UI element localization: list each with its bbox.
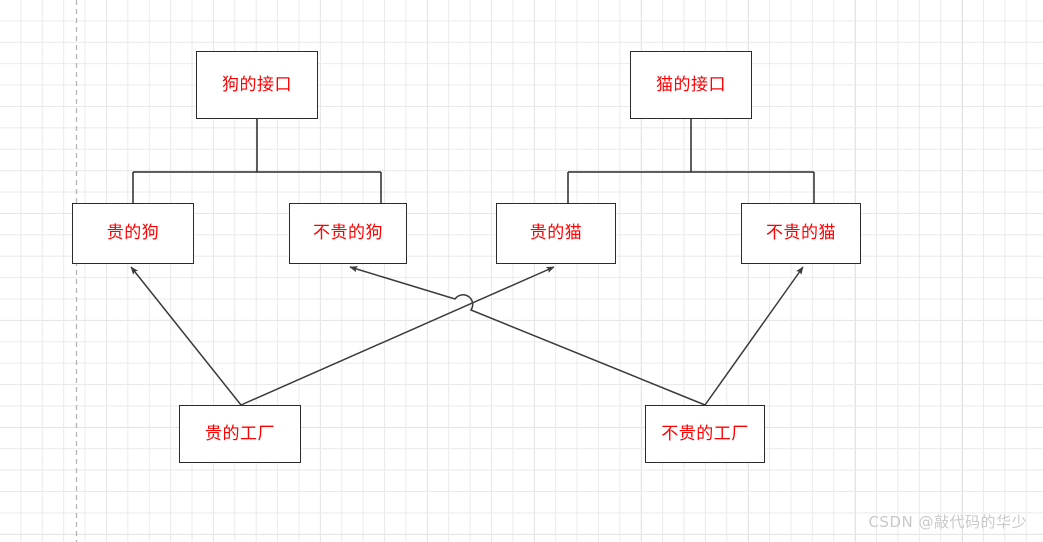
node-expensive-cat[interactable]: 贵的猫 (496, 203, 616, 264)
edge-expensive-factory-to-expensive-dog[interactable] (130, 266, 242, 406)
node-cheap-dog[interactable]: 不贵的狗 (289, 203, 407, 264)
edge-cheap-factory-to-cheap-dog[interactable] (349, 266, 706, 406)
watermark: CSDN @敲代码的华少 (868, 513, 1027, 531)
node-expensive-factory[interactable]: 贵的工厂 (179, 405, 301, 463)
node-cheap-cat[interactable]: 不贵的猫 (741, 203, 861, 264)
node-cheap-factory[interactable]: 不贵的工厂 (645, 405, 765, 463)
node-dog-interface[interactable]: 狗的接口 (196, 51, 318, 119)
edge-cheap-factory-to-cheap-cat[interactable] (704, 266, 804, 406)
edge-dog-if-to-expensive-dog[interactable] (132, 119, 381, 203)
edge-expensive-factory-to-expensive-cat[interactable] (240, 266, 555, 406)
node-cat-interface[interactable]: 猫的接口 (630, 51, 752, 119)
node-expensive-dog[interactable]: 贵的狗 (72, 203, 194, 264)
edge-cat-if-to-expensive-cat[interactable] (567, 119, 814, 203)
